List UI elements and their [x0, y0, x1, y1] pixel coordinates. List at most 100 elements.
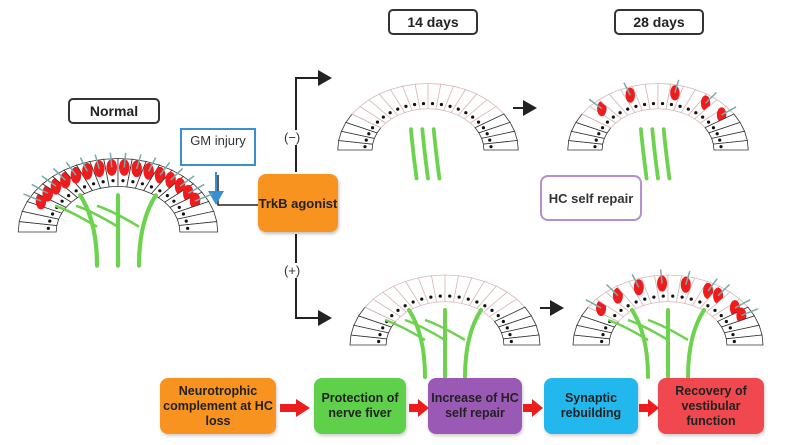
nerve-branch [424, 318, 466, 342]
nerve-fiber [407, 308, 427, 379]
cell-nucleus [728, 326, 732, 330]
stereocilia [674, 79, 680, 94]
cell-nucleus [661, 294, 665, 298]
cell-nucleus [367, 132, 371, 136]
stereocilia [685, 270, 691, 286]
cell-nucleus [121, 179, 125, 183]
cell-nucleus [719, 145, 723, 149]
label-normal: Normal [68, 98, 160, 124]
cell-nucleus [448, 104, 452, 108]
stereocilia [194, 193, 213, 202]
cell-nucleus [404, 104, 408, 108]
cell-nucleus [158, 189, 162, 193]
epithelium-28days-treated [572, 269, 764, 379]
cell-nucleus [706, 304, 710, 308]
cell-nucleus [505, 326, 509, 330]
cell-nucleus [456, 107, 460, 111]
cell-nucleus [388, 111, 392, 115]
stereocilia [65, 161, 77, 176]
stereocilia [721, 106, 737, 116]
cell-nucleus [46, 226, 50, 230]
label-14-days: 14 days [388, 9, 478, 35]
step-label: Recovery of vestibular function [675, 383, 747, 428]
cell-nucleus [671, 294, 675, 298]
cell-nucleus [172, 199, 176, 203]
cell-nucleus [91, 182, 96, 186]
stereocilia [135, 154, 142, 170]
cell-nucleus [626, 107, 630, 111]
trkb-agonist-box: TrkB agonist [258, 174, 338, 232]
epithelium-14days-untreated [337, 83, 519, 181]
nerve-fiber [136, 193, 158, 268]
cell-nucleus [485, 132, 489, 136]
cell-nucleus [457, 295, 461, 299]
nerve-fiber [409, 127, 419, 181]
cell-nucleus [481, 126, 486, 130]
cell-nucleus [403, 304, 407, 308]
cell-nucleus [74, 189, 78, 193]
nerve-fiber [431, 127, 442, 181]
nerve-fiber [78, 193, 100, 268]
cell-nucleus [611, 115, 615, 119]
nerve-fiber [686, 308, 706, 379]
cell-nucleus [594, 138, 598, 142]
stereocilia [179, 175, 195, 187]
stereocilia [94, 154, 101, 170]
cell-nucleus [618, 111, 622, 115]
cell-nucleus [713, 308, 717, 312]
stereocilia [109, 152, 113, 168]
cell-nucleus [600, 339, 604, 344]
cell-nucleus [689, 297, 693, 301]
cell-nucleus [439, 102, 444, 107]
epithelium-14days-treated [349, 274, 541, 379]
cell-nucleus [593, 145, 597, 149]
cell-nucleus [377, 339, 381, 344]
cell-nucleus [634, 104, 638, 108]
cell-nucleus [686, 107, 690, 111]
cell-nucleus [50, 212, 55, 216]
cell-nucleus [669, 102, 674, 107]
cell-nucleus [501, 319, 505, 324]
cell-nucleus [600, 126, 605, 130]
stereocilia [631, 273, 640, 288]
cell-nucleus [724, 319, 728, 324]
cell-nucleus [466, 297, 470, 301]
stereocilia [734, 299, 751, 309]
red-arrow-icon [639, 399, 659, 417]
minus-sign: (−) [284, 130, 301, 145]
cell-nucleus [429, 295, 433, 299]
cell-nucleus [181, 212, 186, 216]
cell-nucleus [430, 101, 435, 106]
cell-nucleus [619, 308, 623, 312]
cell-nucleus [651, 101, 656, 106]
cell-nucleus [378, 332, 382, 337]
stereocilia [585, 299, 602, 309]
epithelium-28days-untreated [567, 79, 749, 181]
cell-nucleus [420, 297, 424, 301]
stereocilia [605, 283, 619, 297]
cell-nucleus [701, 115, 705, 119]
stereocilia [41, 175, 57, 187]
stereocilia [79, 157, 88, 172]
cell-nucleus [706, 120, 711, 124]
stereocilia [187, 183, 205, 194]
step-label: Protection of nerve fiver [321, 391, 399, 420]
red-arrow-icon [409, 399, 429, 417]
cell-nucleus [643, 297, 647, 301]
cell-nucleus [489, 145, 493, 149]
hc-self-repair-box: HC self repair [540, 175, 642, 221]
cell-nucleus [412, 102, 417, 107]
nerve-branch [96, 204, 140, 228]
cell-nucleus [448, 294, 452, 298]
cell-nucleus [731, 332, 735, 337]
cell-nucleus [111, 179, 115, 183]
cell-nucleus [396, 308, 400, 312]
cell-nucleus [715, 132, 719, 136]
red-arrow-icon [280, 399, 310, 417]
cell-nucleus [421, 101, 426, 106]
cell-nucleus [184, 219, 188, 223]
stereocilia [705, 91, 717, 104]
cell-nucleus [363, 145, 367, 149]
cell-nucleus [719, 314, 723, 318]
